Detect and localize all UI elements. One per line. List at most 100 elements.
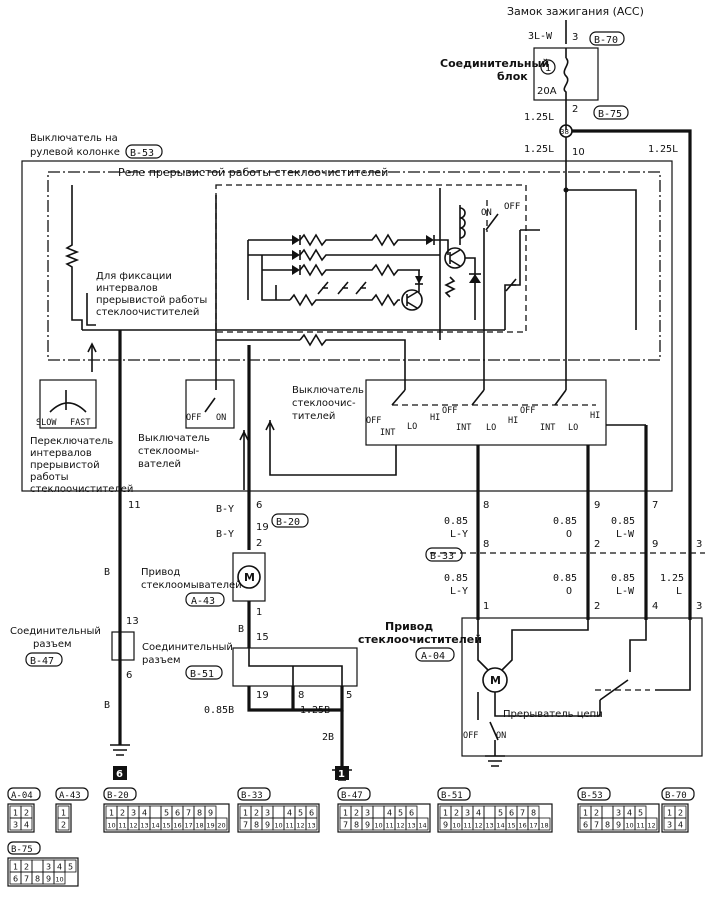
pin-label-2-a04: 2 (594, 601, 600, 612)
interval-caption-3: прерывистой (30, 460, 100, 471)
connector-pinout-tag (337, 787, 371, 801)
connector-pin-cell (215, 817, 228, 831)
connector-tag-b53-top[interactable]: B-53 (125, 144, 163, 159)
sw-off-2: OFF (442, 406, 457, 416)
connector-pinout-tag (237, 787, 271, 801)
washer-caption-3: вателей (138, 459, 181, 470)
connector-tag-b75-top[interactable]: B-75 (593, 105, 629, 120)
interval-caption-4: работы (30, 472, 68, 483)
connector-pinout-tag (7, 787, 41, 801)
washer-arrow (239, 430, 249, 441)
relay-contact-arm (485, 213, 499, 231)
connector-pin-number: 4 (387, 809, 392, 818)
connector-pinout-tag (437, 787, 471, 801)
connector-pin-cell (305, 817, 318, 831)
connector-pin-number: 4 (287, 809, 292, 818)
wire-125l-to-b33 (572, 129, 692, 545)
connector-pinout-frame (7, 803, 35, 833)
interval-switch-box[interactable] (39, 379, 97, 429)
connector-pin-number: 5 (638, 809, 643, 818)
connector-pinout-tag (7, 841, 41, 855)
breaker-off-label: OFF (463, 731, 478, 741)
connector-pin-number: 1 (243, 809, 248, 818)
connector-pin-number: 7 (186, 809, 191, 818)
connector-pin-number: 3 (265, 809, 270, 818)
sw-hi-1: HI (430, 413, 440, 423)
connector-tag-b51[interactable]: B-51 (185, 665, 223, 680)
column-switch-housing (21, 160, 673, 492)
wiper-switch-box[interactable] (365, 379, 607, 446)
sw-hi-2: HI (508, 416, 518, 426)
interval-note-4: стеклоочистителей (96, 307, 199, 318)
connector-pin-number: 5 (164, 809, 169, 818)
junction-b47-caption-1: Соединительный (10, 626, 101, 637)
splice-38-label: 38 (560, 128, 569, 136)
interval-resistor-wire (64, 185, 83, 330)
fuse-number: 1 (545, 63, 551, 74)
interval-arrow-head (87, 342, 97, 353)
fuse-number-circle (540, 59, 556, 75)
wire-label-085lw-a-color: L-W (616, 529, 635, 540)
wire-interval-to-relay (504, 230, 521, 330)
wire-label-085ly-a-color: L-Y (450, 529, 468, 540)
sw-off-3: OFF (520, 406, 535, 416)
connector-pin-number: 8 (197, 809, 202, 818)
connector-pin-number: 6 (409, 809, 414, 818)
connector-pin-number: 1 (443, 809, 448, 818)
junction-block-label-2: блок (497, 70, 528, 83)
junction-block-label-1: Соединительный (440, 57, 549, 70)
connector-pin-number: 16 (518, 822, 526, 830)
connector-pin-number: 1 (109, 809, 114, 818)
connector-tag-b70-top[interactable]: B-70 (589, 31, 625, 46)
wire-label-2b: 2B (322, 732, 334, 743)
connector-pin-number: 5 (298, 809, 303, 818)
wire-label-b-1: B (104, 567, 110, 578)
connector-pinout-tag (55, 787, 89, 801)
breaker-contact (489, 721, 499, 741)
connector-pin-number: 6 (175, 809, 180, 818)
connector-tag-b33[interactable]: B-33 (425, 547, 463, 562)
connector-tag-a43[interactable]: A-43 (185, 592, 225, 607)
connector-pin-number: 1 (667, 809, 672, 818)
connector-tag-b20[interactable]: B-20 (271, 513, 309, 528)
pin-label-2-a43: 2 (256, 538, 262, 549)
park-switch-arm (599, 679, 629, 701)
connector-pin-number: 4 (142, 809, 147, 818)
wiper-switch-arm-2 (471, 389, 485, 406)
wire-label-125l-d-size: 1.25 (660, 573, 684, 584)
connector-pin-cell (149, 805, 162, 819)
fuse-element (563, 48, 569, 100)
connector-pin-number: 12 (129, 822, 137, 830)
connector-pin-number: 10 (55, 876, 63, 884)
connector-pin-number: 8 (254, 821, 259, 830)
connector-pin-number: 15 (507, 822, 515, 830)
washer-switch-box[interactable] (185, 379, 235, 429)
connector-pin-number: 9 (616, 821, 621, 830)
connector-tag-b47[interactable]: B-47 (25, 652, 63, 667)
pin-label-9-b33: 9 (652, 539, 658, 550)
connector-pin-cell (601, 805, 614, 819)
connector-pin-number: 12 (474, 822, 482, 830)
intermittent-relay-box (47, 171, 661, 361)
connector-pin-number: 13 (307, 822, 315, 830)
wiper-motor-caption-2: стеклоочистителей (358, 633, 482, 646)
connector-pin-number: 1 (343, 809, 348, 818)
connector-tag-a04[interactable]: A-04 (415, 647, 455, 662)
wire-label-by-a: B-Y (216, 504, 234, 515)
connector-pinout-frame (7, 857, 79, 887)
svg-text:B-70: B-70 (594, 35, 618, 46)
svg-text:B-53: B-53 (130, 148, 154, 159)
connector-pin-number: 3 (46, 863, 51, 872)
sw-lo-1: LO (407, 422, 417, 432)
pin-label-6-b47: 6 (126, 670, 132, 681)
